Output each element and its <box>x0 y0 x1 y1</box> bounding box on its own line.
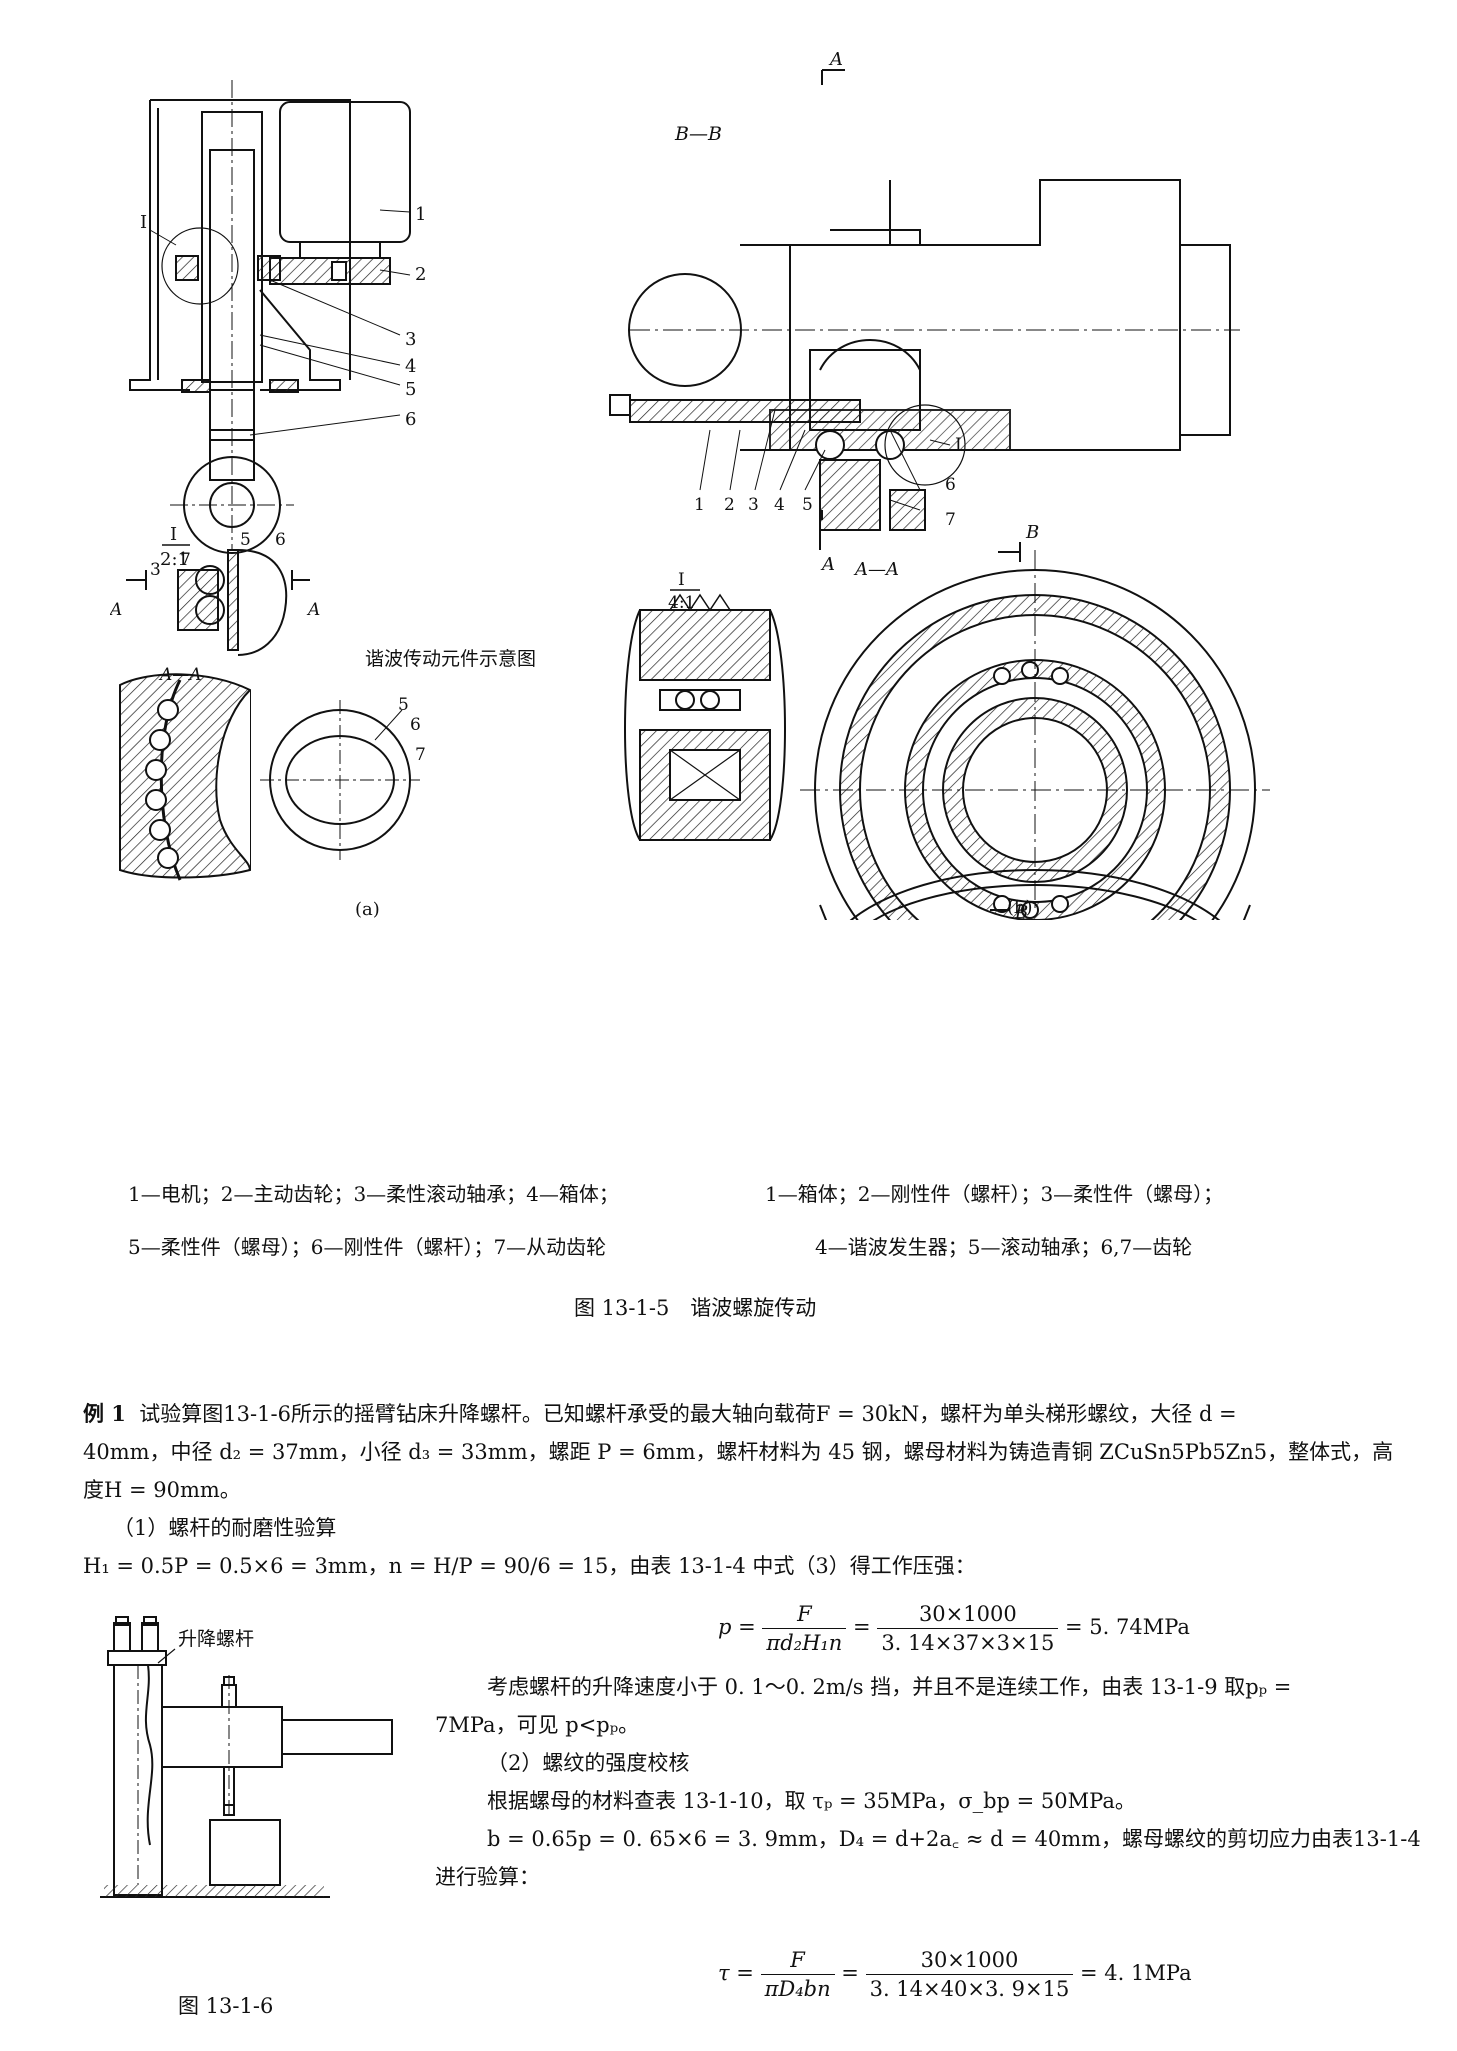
figb-section-mark-b2: B <box>1014 902 1028 920</box>
f2-den1: πD₄bn <box>764 1977 831 2001</box>
f2-res: = 4. 1MPa <box>1080 1961 1192 1985</box>
figure-136-drawing: 升降螺杆 <box>100 1616 393 1898</box>
figb-label-5: 5 <box>802 495 813 515</box>
figa-detail-part-5: 5 <box>240 530 251 550</box>
f1-num2: 30×1000 <box>877 1602 1059 1629</box>
figa-detail-title: I <box>170 524 177 545</box>
figb-label-6: 6 <box>945 475 956 495</box>
figb-section-aa: A—A <box>853 559 899 580</box>
step2-title: （2）螺纹的强度校核 <box>487 1751 690 1775</box>
figb-sub-label: (b) <box>1007 897 1033 918</box>
figa-label-3: 3 <box>405 329 416 350</box>
text3: 根据螺母的材料查表 13-1-10，取 τₚ = 35MPa，σ_bp = 50… <box>487 1789 1136 1813</box>
f2-num2: 30×1000 <box>865 1948 1074 1975</box>
f2-num1: F <box>760 1948 835 1975</box>
figb-label-1: 1 <box>694 495 705 515</box>
example-label: 例 1 <box>83 1401 126 1426</box>
f1-den1: πd₂H₁n <box>766 1631 843 1655</box>
example-body: 例 1 试验算图13-1-6所示的摇臂钻床升降螺杆。已知螺杆承受的最大轴向载荷F… <box>83 1395 1423 1585</box>
figa-sub-label: (a) <box>355 899 380 920</box>
text2b: 7MPa，可见 p<pₚ。 <box>435 1713 640 1737</box>
f2-den2: 3. 14×40×3. 9×15 <box>869 1977 1070 2001</box>
figure-136-label: 升降螺杆 <box>178 1628 254 1650</box>
legend-b-line2: 4—谐波发生器；5—滚动轴承；6,7—齿轮 <box>815 1235 1193 1259</box>
figb-section-mark-a2: A <box>820 554 835 575</box>
example-intro-2: 40mm，中径 d₂ = 37mm，小径 d₃ = 33mm，螺距 P = 6m… <box>83 1440 1394 1464</box>
figb-label-4: 4 <box>774 495 785 515</box>
f1-res: = 5. 74MPa <box>1065 1615 1190 1639</box>
figa-label-1: 1 <box>415 204 426 225</box>
figure-caption: 图 13-1-5 谐波螺旋传动 <box>574 1296 817 1320</box>
figb-section-mark-a: A <box>828 50 843 70</box>
example-intro-1: 试验算图13-1-6所示的摇臂钻床升降螺杆。已知螺杆承受的最大轴向载荷F = 3… <box>139 1402 1237 1426</box>
f1-num1: F <box>762 1602 847 1629</box>
figb-detail-title: I <box>678 570 685 590</box>
figa-element-part-5: 5 <box>398 695 409 715</box>
figa-detail-scale: 2:1 <box>160 549 189 570</box>
f2-eq: = <box>841 1961 859 1985</box>
figa-section-mark-right: A <box>306 600 320 620</box>
f1-den2: 3. 14×37×3×15 <box>881 1631 1055 1655</box>
text4a: b = 0.65p = 0. 65×6 = 3. 9mm，D₄ = d+2a꜀ … <box>487 1827 1421 1851</box>
figa-section-label: A—A <box>158 665 202 685</box>
f2-lhs: τ = <box>718 1961 754 1985</box>
figa-label-2: 2 <box>415 264 426 285</box>
example-intro-3: 度H = 90mm。 <box>83 1478 241 1502</box>
figa-element-part-6: 6 <box>410 715 421 735</box>
text2a: 考虑螺杆的升降速度小于 0. 1～0. 2m/s 挡，并且不是连续工作，由表 1… <box>487 1675 1292 1699</box>
figa-label-4: 4 <box>405 356 416 377</box>
figa-detail-part-7: 7 <box>180 550 191 570</box>
figa-label-5: 5 <box>405 379 416 400</box>
step1-text: H₁ = 0.5P = 0.5×6 = 3mm，n = H/P = 90/6 =… <box>83 1554 976 1578</box>
figb-detail-scale: 4:1 <box>668 593 695 613</box>
figb-section-mark-b: B <box>1025 522 1039 543</box>
f1-lhs: p = <box>718 1615 756 1639</box>
figa-section-mark-left: A <box>110 600 122 620</box>
example-body-2: 考虑螺杆的升降速度小于 0. 1～0. 2m/s 挡，并且不是连续工作，由表 1… <box>435 1668 1425 1896</box>
figa-element-part-7: 7 <box>415 745 426 765</box>
figb-label-3: 3 <box>748 495 759 515</box>
figa-detail-part-6: 6 <box>275 530 286 550</box>
figb-label-7: 7 <box>945 510 956 530</box>
legend-b-line1: 1—箱体；2—刚性件（螺杆）；3—柔性件（螺母）； <box>765 1182 1224 1206</box>
step1-title: （1）螺杆的耐磨性验算 <box>113 1516 337 1540</box>
figb-label-2: 2 <box>724 495 735 515</box>
f1-eq: = <box>853 1615 871 1639</box>
figa-label-6: 6 <box>405 409 416 430</box>
figb-section-title: B—B <box>674 123 722 145</box>
figa-detail-label: I <box>140 212 147 233</box>
figure-b-drawing: B—B A A A—A 1 2 3 4 5 6 7 I I 4:1 B B (b… <box>609 50 1270 920</box>
figure-136-caption: 图 13-1-6 <box>178 1994 274 2018</box>
figb-detail-label: I <box>955 435 962 455</box>
text4b: 进行验算： <box>435 1865 540 1889</box>
figa-detail-part-3: 3 <box>150 560 161 580</box>
legend-a-line2: 5—柔性件（螺母）；6—刚性件（螺杆）；7—从动齿轮 <box>128 1235 607 1259</box>
figa-element-caption: 谐波传动元件示意图 <box>365 648 536 670</box>
legend-a-line1: 1—电机；2—主动齿轮；3—柔性滚动轴承；4—箱体； <box>128 1182 619 1206</box>
figure-a-drawing: 1 2 3 4 5 6 I I 2:1 3 7 5 6 A A 谐波传动元件示意… <box>110 80 536 920</box>
